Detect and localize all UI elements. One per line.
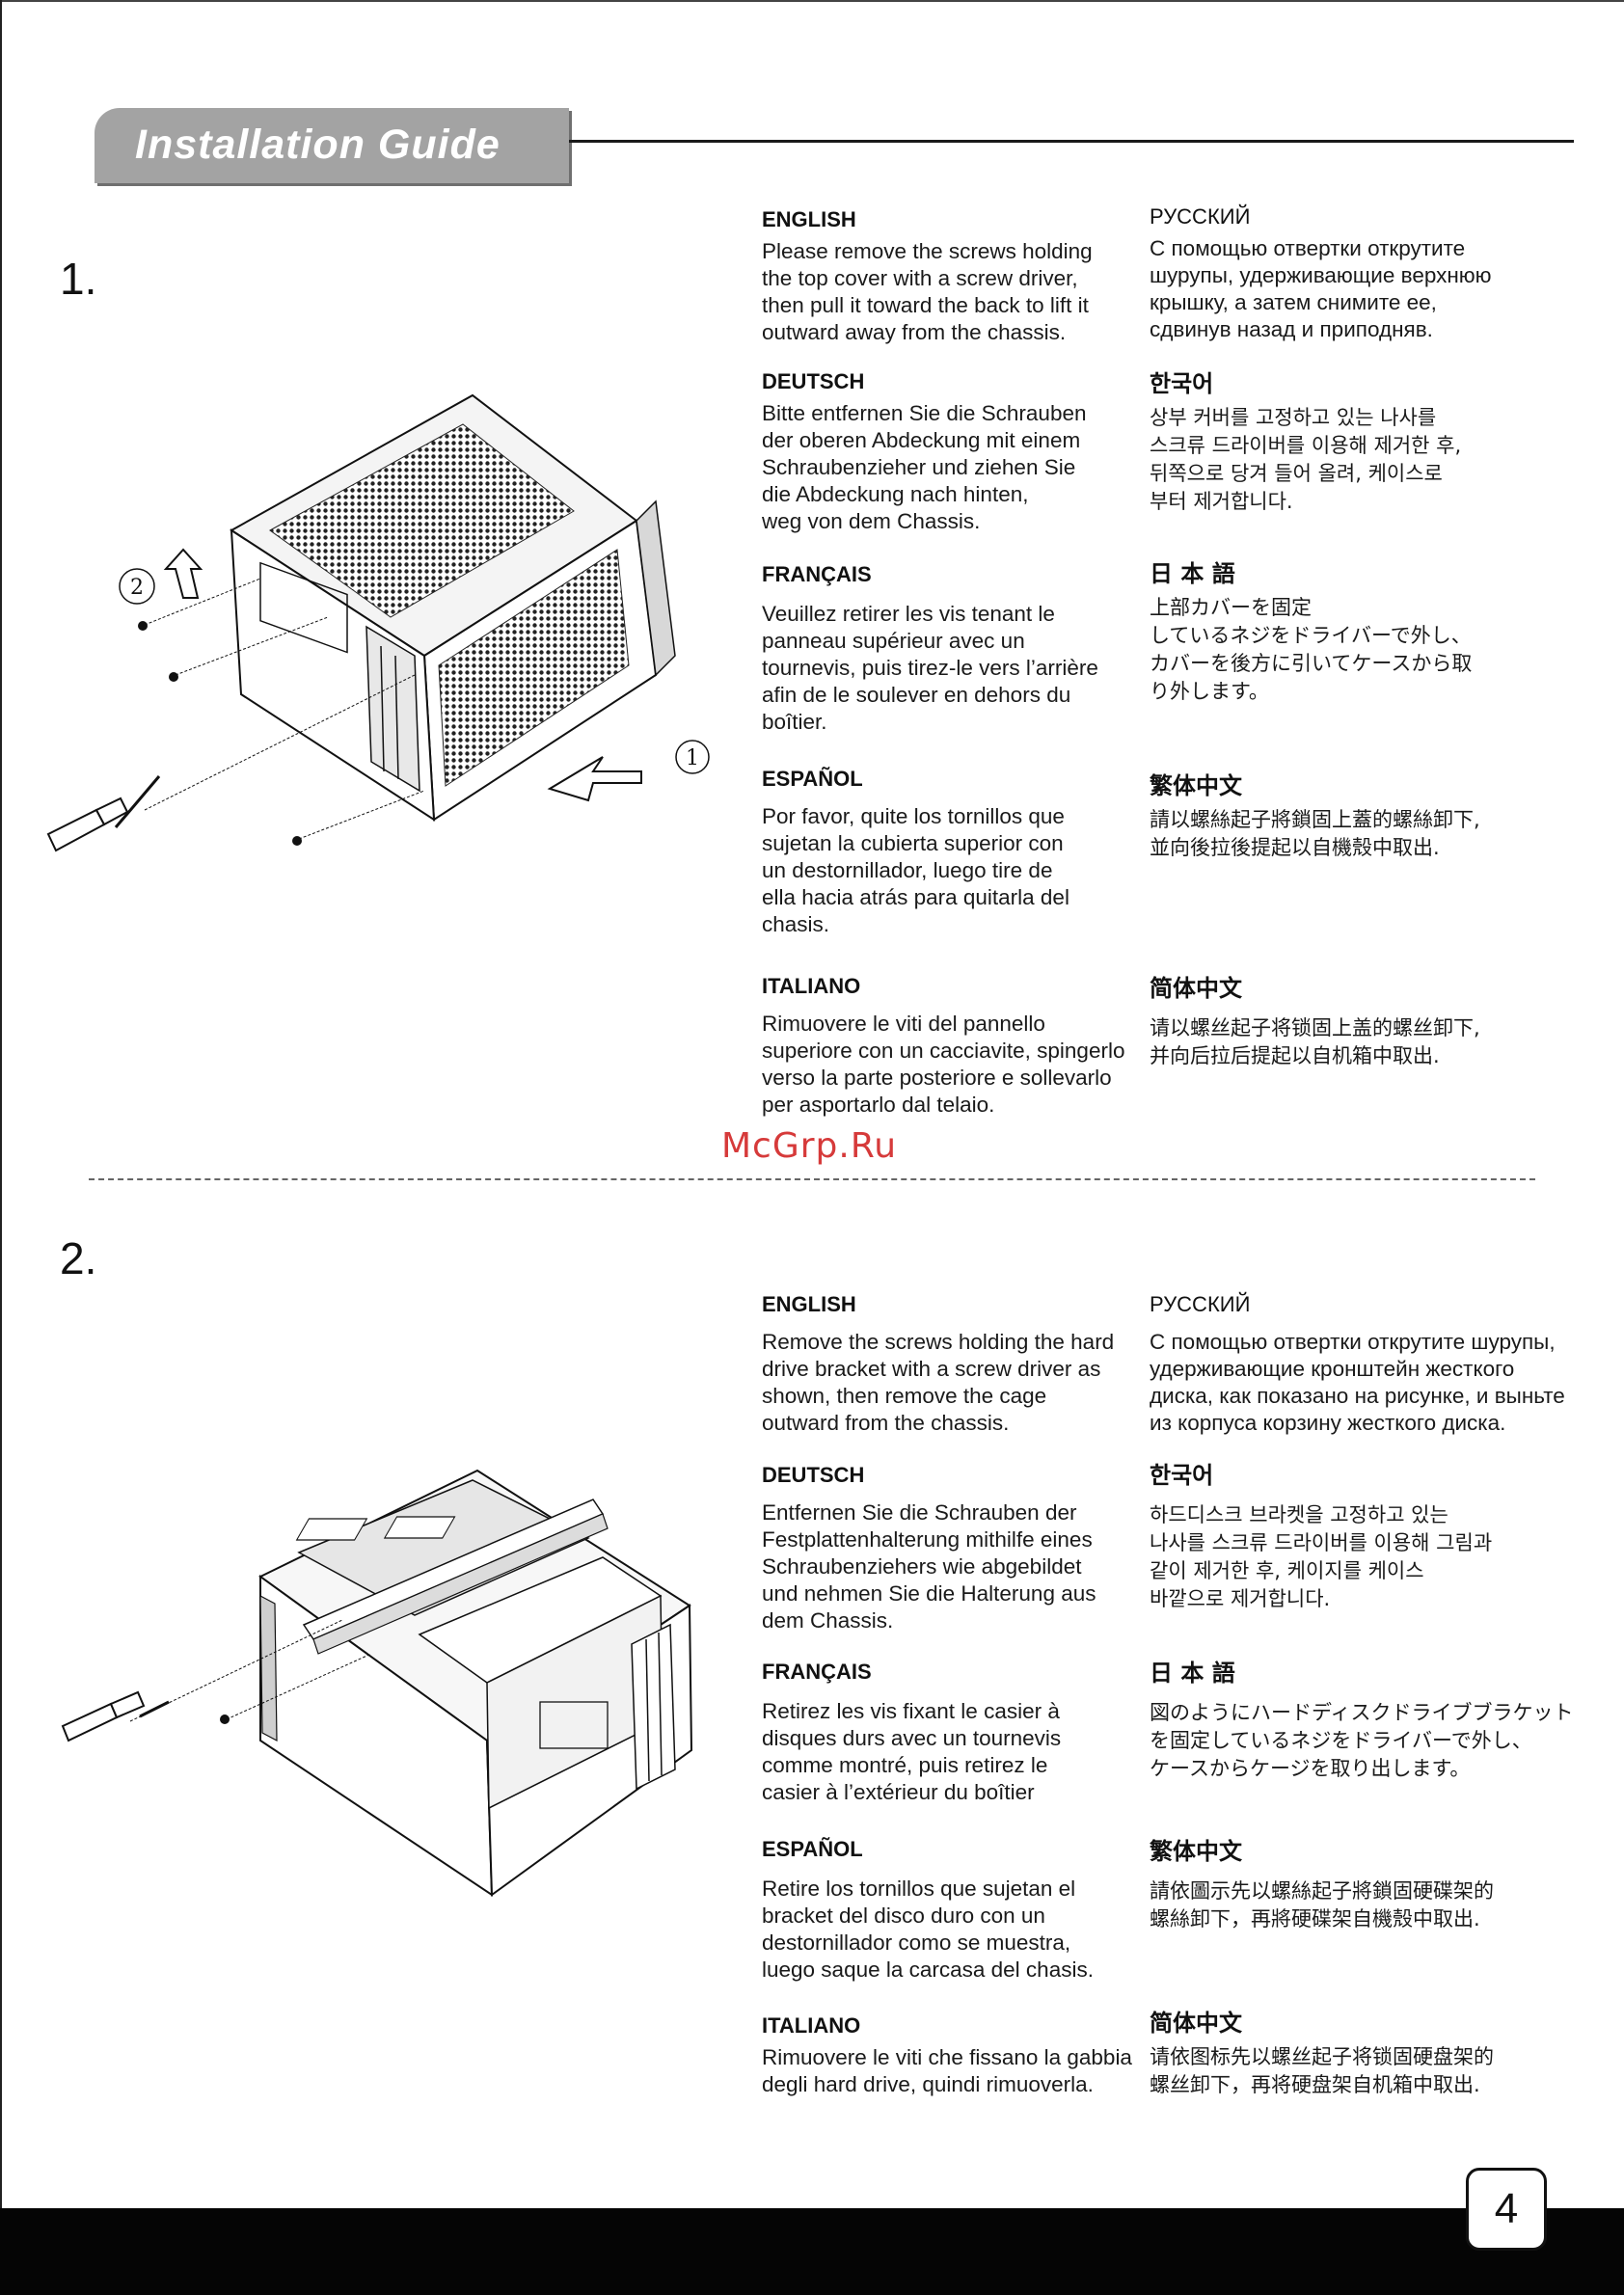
language-heading: DEUTSCH — [762, 1463, 865, 1487]
instruction-text: Rimuovere le viti che fissano la gabbia … — [762, 2045, 1132, 2096]
callout-2: 2 — [130, 576, 144, 600]
page-number: 4 — [1466, 2168, 1547, 2251]
instruction-text: Remove the screws holding the hard drive… — [762, 1330, 1115, 1435]
instruction-text: Veuillez retirer les vis tenant le panne… — [762, 602, 1098, 734]
language-heading: DEUTSCH — [762, 369, 865, 393]
instruction-english: ENGLISH Remove the screws holding the ha… — [762, 1292, 1148, 1437]
instruction-espanol: ESPAÑOL Por favor, quite los tornillos q… — [762, 767, 1148, 938]
instruction-japanese: 日 本 語 上部カバーを固定 しているネジをドライバーで外し、 カバーを後方に引… — [1150, 554, 1593, 706]
instruction-text: Please remove the screws holding the top… — [762, 239, 1093, 344]
instruction-text: 请以螺丝起子将锁固上盖的螺丝卸下, 并向后拉后提起以自机箱中取出. — [1150, 1016, 1480, 1067]
instruction-text: Entfernen Sie die Schrauben der Festplat… — [762, 1500, 1096, 1633]
step-number: 1. — [60, 254, 97, 304]
language-heading: 简体中文 — [1150, 975, 1242, 1002]
instruction-italiano: ITALIANO Rimuovere le viti del pannello … — [762, 974, 1148, 1119]
top-cover-removal-illustration: 2 1 — [46, 393, 710, 852]
footer-bar — [0, 2208, 1624, 2295]
callout-1: 1 — [686, 746, 699, 770]
language-heading: ESPAÑOL — [762, 1837, 863, 1861]
instruction-korean: 한국어 상부 커버를 고정하고 있는 나사를 스크류 드라이버를 이용해 제거한… — [1150, 364, 1593, 516]
instruction-text: 請依圖示先以螺絲起子將鎖固硬碟架的 螺絲卸下，再將硬碟架自機殼中取出. — [1150, 1879, 1494, 1930]
page-border — [0, 0, 1624, 2]
language-heading: РУССКИЙ — [1150, 1292, 1251, 1316]
instruction-text: 请依图标先以螺丝起子将锁固硬盘架的 螺丝卸下，再将硬盘架自机箱中取出. — [1150, 2045, 1494, 2096]
instruction-text: Rimuovere le viti del pannello superiore… — [762, 1012, 1125, 1117]
instruction-text: С помощью отвертки открутите шурупы, уде… — [1150, 1330, 1565, 1435]
language-heading: ENGLISH — [762, 1292, 856, 1316]
language-heading: ENGLISH — [762, 207, 856, 231]
instruction-deutsch: DEUTSCH Bitte entfernen Sie die Schraube… — [762, 369, 1148, 535]
language-heading: FRANÇAIS — [762, 562, 872, 586]
instruction-text: Por favor, quite los tornillos que sujet… — [762, 804, 1069, 936]
instruction-text: Retirez les vis fixant le casier à disqu… — [762, 1699, 1062, 1804]
instruction-text: 図のようにハードディスクドライブブラケット を固定しているネジをドライバーで外し… — [1150, 1701, 1574, 1780]
language-heading: ITALIANO — [762, 974, 861, 998]
instruction-text: 上部カバーを固定 しているネジをドライバーで外し、 カバーを後方に引いてケースか… — [1150, 596, 1473, 703]
watermark: McGrp.Ru — [721, 1126, 898, 1166]
language-heading: 日 本 語 — [1150, 1660, 1235, 1687]
instruction-text: Retire los tornillos que sujetan el brac… — [762, 1876, 1094, 1982]
instruction-text: 하드디스크 브라켓을 고정하고 있는 나사를 스크류 드라이버를 이용해 그림과… — [1150, 1503, 1493, 1610]
language-heading: 繁体中文 — [1150, 772, 1242, 799]
instruction-espanol: ESPAÑOL Retire los tornillos que sujetan… — [762, 1837, 1148, 1984]
instruction-italiano: ITALIANO Rimuovere le viti che fissano l… — [762, 2013, 1148, 2098]
section-divider — [89, 1178, 1535, 1180]
page-title: Installation Guide — [135, 122, 501, 168]
instruction-trad-chinese: 繁体中文 請依圖示先以螺絲起子將鎖固硬碟架的 螺絲卸下，再將硬碟架自機殼中取出. — [1150, 1832, 1593, 1933]
language-heading: 한국어 — [1150, 1462, 1214, 1489]
instruction-korean: 한국어 하드디스크 브라켓을 고정하고 있는 나사를 스크류 드라이버를 이용해… — [1150, 1456, 1593, 1613]
language-heading: 한국어 — [1150, 370, 1214, 397]
language-heading: 繁体中文 — [1150, 1838, 1242, 1865]
header-rule — [569, 140, 1574, 143]
instruction-russian: РУССКИЙ С помощью отвертки открутите шур… — [1150, 1292, 1593, 1437]
instruction-text: 상부 커버를 고정하고 있는 나사를 스크류 드라이버를 이용해 제거한 후, … — [1150, 406, 1462, 513]
step-number: 2. — [60, 1233, 97, 1283]
instruction-trad-chinese: 繁体中文 請以螺絲起子將鎖固上蓋的螺絲卸下, 並向後拉後提起以自機殼中取出. — [1150, 767, 1593, 862]
instruction-japanese: 日 本 語 図のようにハードディスクドライブブラケット を固定しているネジをドラ… — [1150, 1654, 1593, 1783]
instruction-english: ENGLISH Please remove the screws holding… — [762, 207, 1148, 346]
instruction-russian: РУССКИЙ С помощью отвертки открутите шур… — [1150, 204, 1593, 343]
instruction-deutsch: DEUTSCH Entfernen Sie die Schrauben der … — [762, 1463, 1148, 1634]
instruction-simp-chinese: 简体中文 请以螺丝起子将锁固上盖的螺丝卸下, 并向后拉后提起以自机箱中取出. — [1150, 969, 1593, 1070]
language-heading: 日 本 語 — [1150, 560, 1235, 587]
instruction-text: С помощью отвертки открутите шурупы, уде… — [1150, 236, 1492, 341]
instruction-francais: FRANÇAIS Veuillez retirer les vis tenant… — [762, 562, 1148, 736]
hdd-bracket-removal-illustration — [61, 1469, 693, 1897]
header-tab — [95, 108, 569, 183]
language-heading: FRANÇAIS — [762, 1660, 872, 1684]
instruction-francais: FRANÇAIS Retirez les vis fixant le casie… — [762, 1660, 1148, 1806]
language-heading: ESPAÑOL — [762, 767, 863, 791]
language-heading: РУССКИЙ — [1150, 204, 1251, 229]
page-border — [0, 0, 2, 2208]
language-heading: 简体中文 — [1150, 2010, 1242, 2037]
instruction-text: Bitte entfernen Sie die Schrauben der ob… — [762, 401, 1087, 533]
instruction-text: 請以螺絲起子將鎖固上蓋的螺絲卸下, 並向後拉後提起以自機殼中取出. — [1150, 808, 1480, 859]
language-heading: ITALIANO — [762, 2013, 861, 2038]
instruction-simp-chinese: 简体中文 请依图标先以螺丝起子将锁固硬盘架的 螺丝卸下，再将硬盘架自机箱中取出. — [1150, 2004, 1593, 2099]
